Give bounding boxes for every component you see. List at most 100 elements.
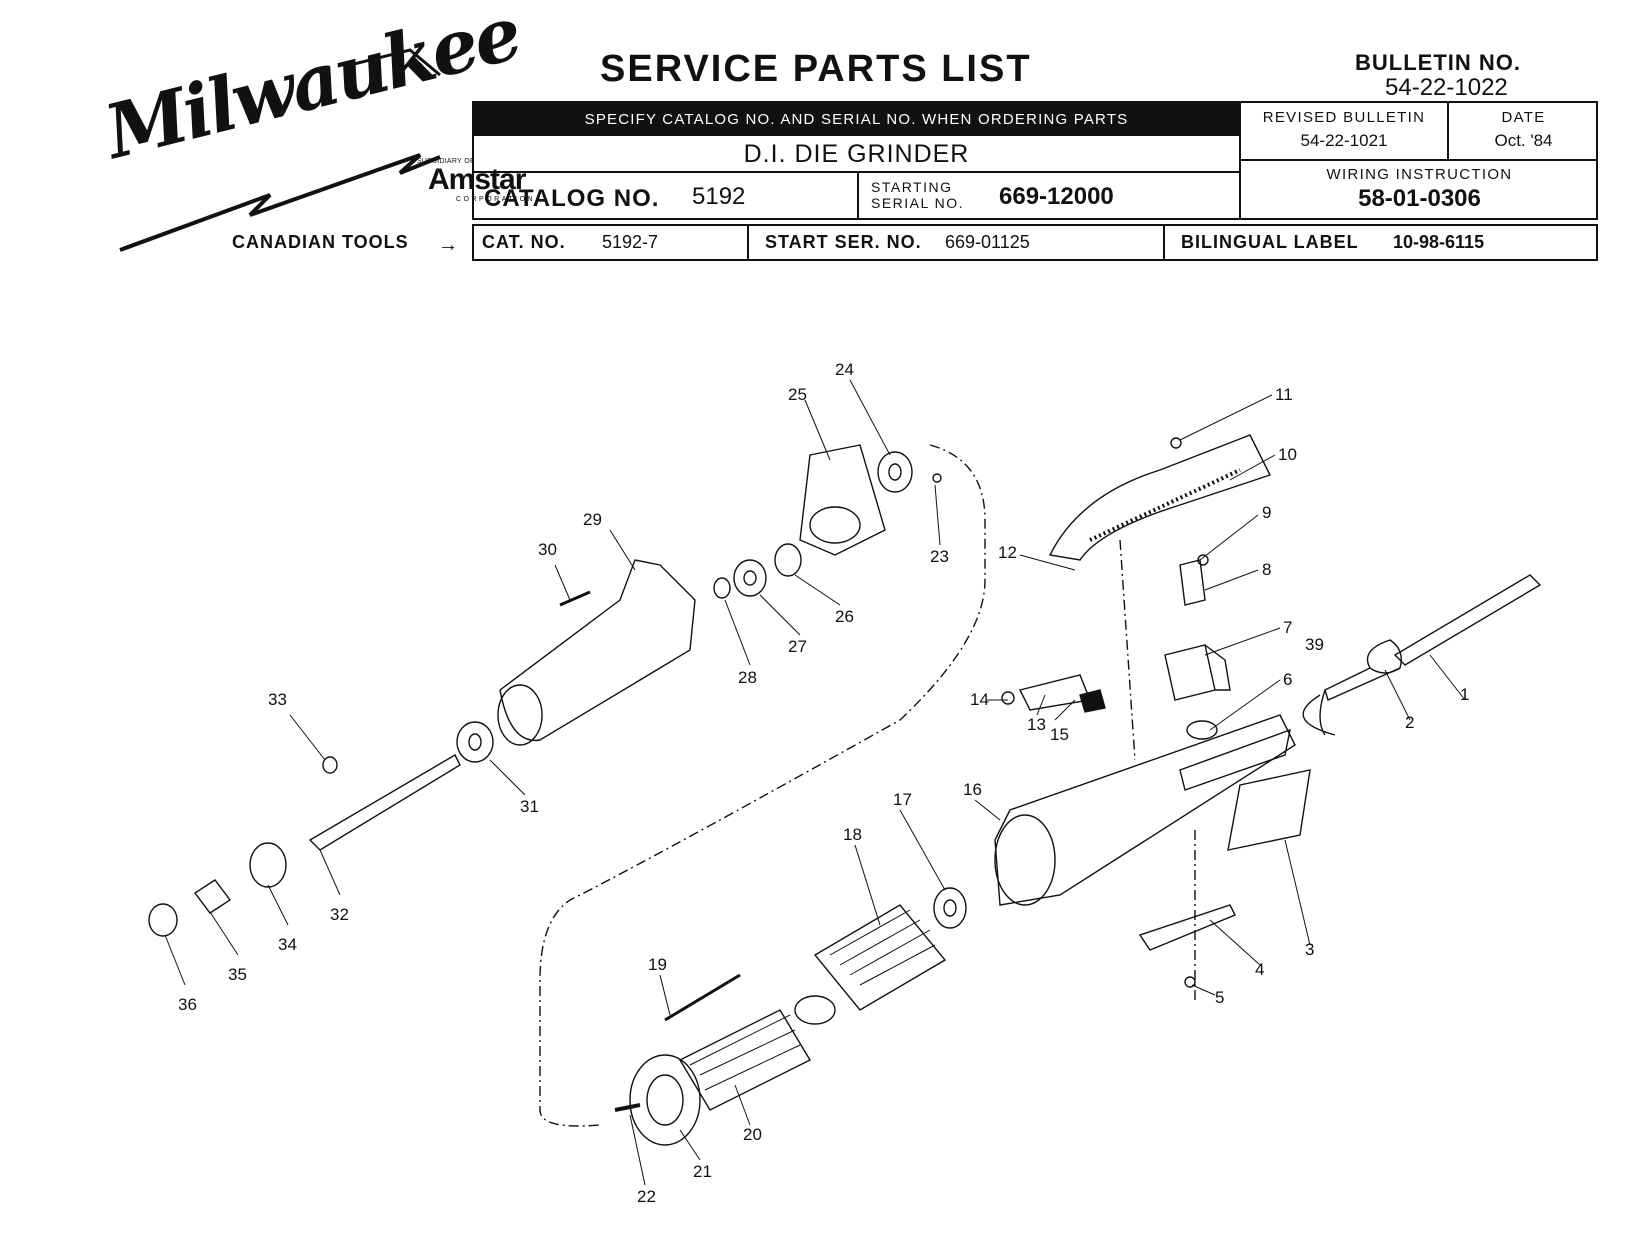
callout-label: 14 <box>970 690 989 709</box>
callout-label: 10 <box>1278 445 1297 464</box>
catalog-label: CATALOG NO. <box>484 185 660 212</box>
callout-label: 9 <box>1262 503 1271 522</box>
product-name: D.I. DIE GRINDER <box>474 136 1239 173</box>
callout-label: 26 <box>835 607 854 626</box>
milwaukee-logo: Milwaukee A SUBSIDIARY OF Amstar CORPORA… <box>97 0 533 255</box>
callout-label: 6 <box>1283 670 1292 689</box>
bilingual-label-value: 10-98-6115 <box>1393 232 1485 252</box>
part-screw <box>1184 976 1196 988</box>
callout-label: 12 <box>998 543 1017 562</box>
parent-company-name: Amstar <box>428 163 526 196</box>
callout-label: 29 <box>583 510 602 529</box>
callout-label: 5 <box>1215 988 1224 1007</box>
callout-label: 39 <box>1305 635 1324 654</box>
wiring-instruction-cell: WIRING INSTRUCTION 58-01-0306 <box>1241 161 1598 220</box>
part-gear-case <box>497 559 696 746</box>
callout-label: 7 <box>1283 618 1292 637</box>
callout-label: 30 <box>538 540 557 559</box>
part-switch-nut <box>1186 720 1218 740</box>
specify-notice: SPECIFY CATALOG NO. AND SERIAL NO. WHEN … <box>474 103 1239 136</box>
callout-numbers: 1 2 3 4 5 6 7 8 9 10 11 12 13 14 15 16 1… <box>178 360 1469 1206</box>
part-retaining-ring <box>322 756 338 774</box>
part-motor-housing <box>994 714 1296 906</box>
callout-label: 25 <box>788 385 807 404</box>
part-screw <box>559 590 591 607</box>
callout-label: 13 <box>1027 715 1046 734</box>
date-label: DATE <box>1501 109 1546 126</box>
part-armature <box>679 995 836 1111</box>
callout-label: 2 <box>1405 713 1414 732</box>
callout-label: 34 <box>278 935 297 954</box>
part-collet <box>193 879 232 914</box>
canadian-tools-table: CAT. NO. 5192-7 START SER. NO. 669-01125… <box>472 224 1598 261</box>
part-spacer <box>249 842 287 888</box>
serial-label: SERIAL NO. <box>871 195 965 211</box>
part-switch-actuator <box>1138 904 1236 951</box>
canadian-catalog-label: CAT. NO. <box>482 232 566 252</box>
canadian-serial-label: START SER. NO. <box>765 232 922 252</box>
part-field-screw <box>664 973 741 1022</box>
wiring-instruction-value: 58-01-0306 <box>1358 185 1481 212</box>
canadian-serial-cell: START SER. NO. 669-01125 <box>749 226 1165 259</box>
callout-label: 17 <box>893 790 912 809</box>
callout-leaders <box>164 379 1466 1186</box>
callout-label: 8 <box>1262 560 1271 579</box>
callout-label: 22 <box>637 1187 656 1206</box>
callout-label: 1 <box>1460 685 1469 704</box>
callout-label: 28 <box>738 668 757 687</box>
callout-label: 4 <box>1255 960 1264 979</box>
bulletin-number: 54-22-1022 <box>1385 74 1508 101</box>
date-value: Oct. '84 <box>1494 131 1553 150</box>
callout-label: 31 <box>520 797 539 816</box>
callout-label: 35 <box>228 965 247 984</box>
part-cord-protector <box>1319 639 1402 736</box>
part-bearing <box>456 721 494 763</box>
callout-label: 24 <box>835 360 854 379</box>
assembly-guide-line <box>1119 539 1136 761</box>
callout-label: 11 <box>1275 385 1293 404</box>
starting-serial-number: 669-12000 <box>999 183 1114 210</box>
canadian-tools-label: CANADIAN TOOLS <box>232 232 409 252</box>
subsidiary-text: A SUBSIDIARY OF <box>410 158 475 165</box>
part-bearing <box>877 451 913 493</box>
bilingual-label-label: BILINGUAL LABEL <box>1181 232 1359 252</box>
part-armature-shaft <box>614 1103 641 1112</box>
callout-label: 18 <box>843 825 862 844</box>
part-bearing <box>933 887 967 929</box>
callout-label: 32 <box>330 905 349 924</box>
part-spindle <box>308 754 461 851</box>
date-cell: DATE Oct. '84 <box>1449 103 1598 161</box>
starting-serial-cell: STARTING SERIAL NO. 669-12000 <box>859 173 1239 220</box>
page-title: SERVICE PARTS LIST <box>600 48 1032 90</box>
assembly-guide-line <box>539 444 986 1127</box>
header-table: SPECIFY CATALOG NO. AND SERIAL NO. WHEN … <box>472 101 1598 220</box>
callout-label: 23 <box>930 547 949 566</box>
wiring-instruction-label: WIRING INSTRUCTION <box>1326 166 1513 183</box>
callout-label: 21 <box>693 1162 712 1181</box>
part-pinion <box>774 543 802 577</box>
starting-label: STARTING <box>871 179 953 195</box>
part-retaining-ring <box>713 577 731 599</box>
part-handle-cover <box>1048 434 1271 561</box>
revised-bulletin-value: 54-22-1021 <box>1300 131 1388 150</box>
part-screw <box>1170 437 1182 449</box>
callout-label: 36 <box>178 995 197 1014</box>
part-label-plate <box>1227 769 1311 851</box>
part-cord <box>1302 574 1542 736</box>
part-brush-spring <box>1018 674 1091 711</box>
callout-label: 15 <box>1050 725 1069 744</box>
canadian-serial-value: 669-01125 <box>945 232 1030 252</box>
arrow-right-icon: → <box>438 234 458 256</box>
revised-bulletin-label: REVISED BULLETIN <box>1262 109 1426 126</box>
bilingual-label-cell: BILINGUAL LABEL 10-98-6115 <box>1165 226 1596 259</box>
callout-label: 33 <box>268 690 287 709</box>
part-switch <box>1164 644 1231 701</box>
part-field-assembly <box>813 904 947 1011</box>
callout-label: 16 <box>963 780 982 799</box>
part-screw <box>1001 691 1015 705</box>
catalog-number: 5192 <box>692 183 746 210</box>
part-bearing <box>733 559 767 597</box>
part-brush-holder <box>1179 559 1206 606</box>
callout-label: 20 <box>743 1125 762 1144</box>
